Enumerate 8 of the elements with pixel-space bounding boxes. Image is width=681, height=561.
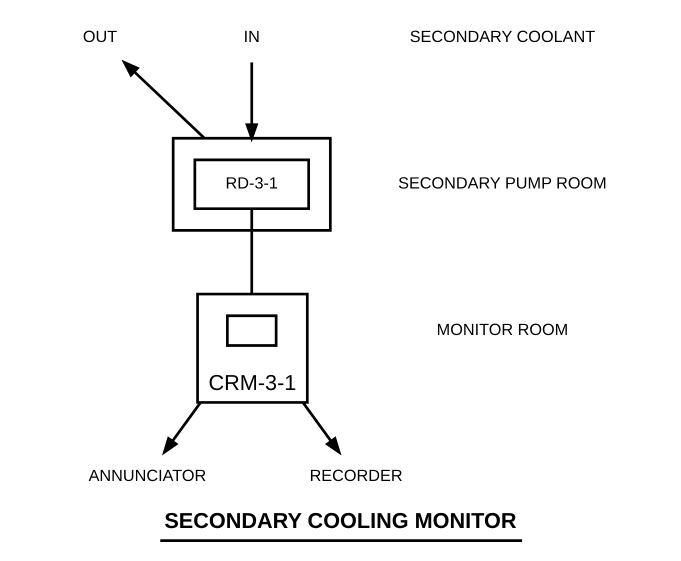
node-text: RECORDER: [310, 467, 403, 486]
node-text: OUT: [82, 28, 118, 46]
label: SECONDARY PUMP ROOM: [398, 174, 607, 192]
node-text: ANNUNCIATOR: [88, 467, 206, 486]
caption: SECONDARY COOLING MONITOR: [164, 508, 516, 534]
node-text: IN: [244, 28, 260, 46]
label: MONITOR ROOM: [436, 320, 568, 339]
label: SECONDARY COOLANT: [410, 28, 596, 46]
